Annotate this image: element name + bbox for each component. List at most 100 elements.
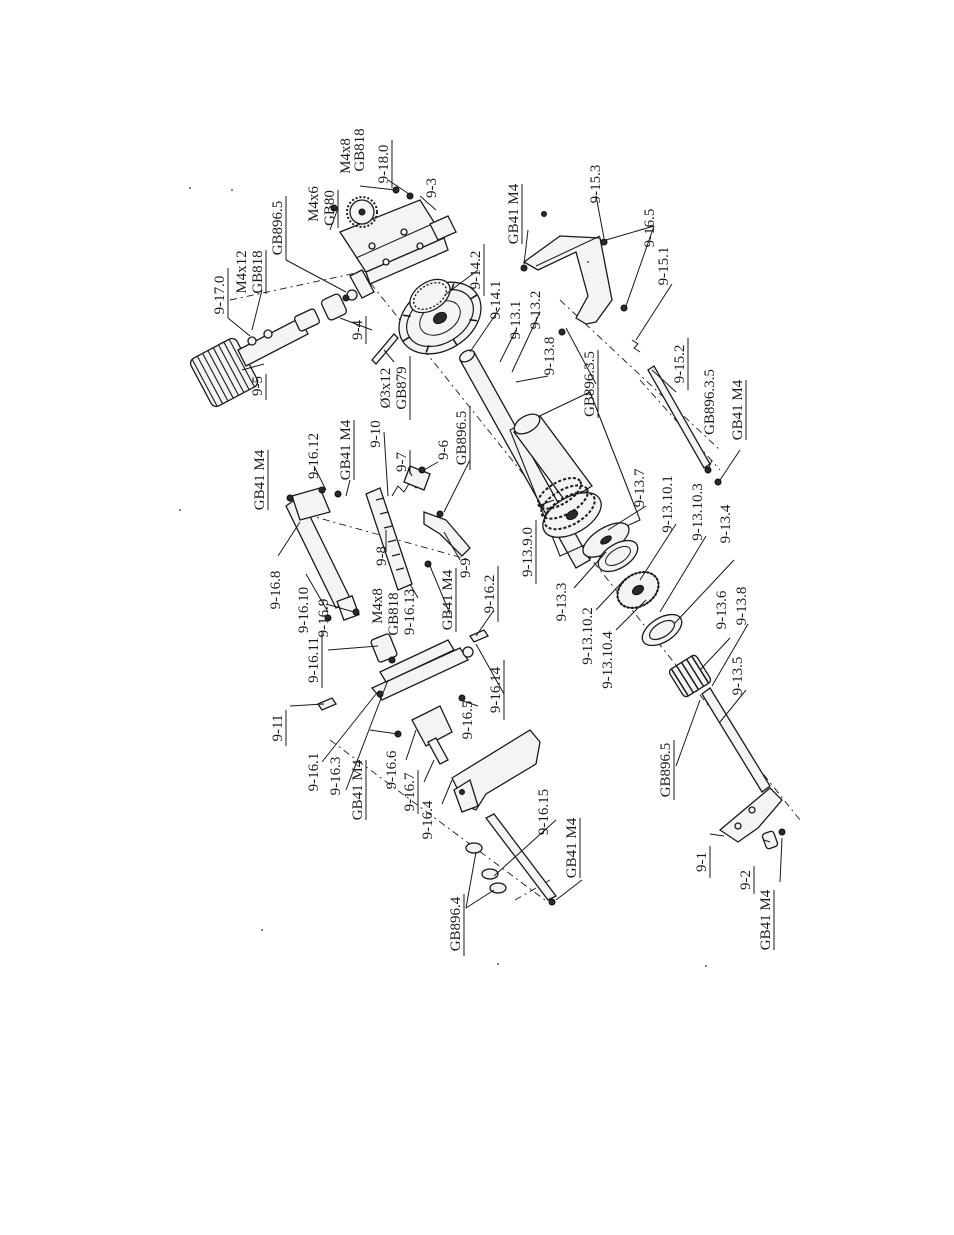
label-9-14-1: 9-14.1 — [488, 281, 504, 320]
label-gb41-m4-b: GB41 M4 — [730, 379, 746, 440]
label-9-15-2: 9-15.2 — [672, 345, 688, 384]
lever-9-16-1 — [370, 639, 474, 701]
label-9-5: 9-5 — [250, 376, 266, 396]
label-9-11: 9-11 — [270, 715, 286, 742]
label-gb41-m4-c: GB41 M4 — [252, 449, 268, 510]
label-gb818-c: GB818 — [386, 592, 402, 635]
bracket-9-3 — [339, 199, 457, 299]
label-9-1: 9-1 — [694, 852, 710, 872]
label-9-13-9-0: 9-13.9.0 — [520, 527, 536, 577]
drum-9-14-2 — [398, 278, 482, 355]
label-9-4: 9-4 — [350, 320, 366, 340]
bracket-9-16-5 — [394, 694, 466, 747]
label-m4x8-a: M4x8 — [338, 138, 354, 174]
pedal-9-16-4 — [451, 729, 541, 813]
label-9-6: 9-6 — [436, 440, 452, 460]
pin-gb879 — [371, 333, 399, 365]
disc-9-13-7 — [582, 522, 630, 558]
label-9-9: 9-9 — [458, 558, 474, 578]
label-gb41-m4-f: GB41 M4 — [350, 759, 366, 820]
label-9-15-3: 9-15.3 — [588, 165, 604, 204]
label-9-16-6: 9-16.6 — [384, 750, 400, 789]
label-9-16-4: 9-16.4 — [420, 800, 436, 839]
label-underlines — [227, 140, 775, 956]
label-9-16-1: 9-16.1 — [306, 753, 322, 792]
label-9-16-9: 9-16.9 — [316, 599, 332, 638]
block-9-16-9 — [324, 595, 360, 622]
label-9-10: 9-10 — [368, 420, 384, 448]
label-gb818-b: GB818 — [352, 128, 368, 171]
scan-specks — [179, 187, 707, 967]
gear-9-18-0 — [346, 196, 378, 228]
label-9-13-8-b: 9-13.8 — [734, 587, 750, 626]
label-9-16-10: 9-16.10 — [296, 587, 312, 633]
label-9-13-10-2: 9-13.10.2 — [580, 607, 596, 665]
label-9-16-14: 9-16.14 — [488, 666, 504, 713]
label-gb896-5-c: GB896.5 — [658, 743, 674, 798]
bushing-9-4 — [293, 289, 358, 332]
assembly-center-lines — [229, 254, 801, 901]
label-9-16-13: 9-16.13 — [402, 589, 418, 635]
label-gb41-m4-g: GB41 M4 — [564, 817, 580, 878]
shaft-9-13-5 — [701, 687, 771, 793]
label-gb896-5-a: GB896.5 — [270, 201, 286, 256]
label-9-16-5-a: 9-16.5 — [642, 209, 658, 248]
label-9-13-5: 9-13.5 — [730, 657, 746, 696]
label-gb41-m4-d: GB41 M4 — [338, 419, 354, 480]
label-9-13-10-3: 9-13.10.3 — [690, 483, 706, 541]
label-9-18-0: 9-18.0 — [376, 145, 392, 184]
bracket-9-16-11 — [370, 633, 398, 664]
label-9-14-2: 9-14.2 — [468, 251, 484, 290]
label-9-3: 9-3 — [424, 178, 440, 198]
leader-lines — [227, 179, 783, 909]
label-gb896-5-b: GB896.5 — [454, 411, 470, 466]
lever-9-8 — [365, 487, 413, 591]
gear-9-13-6 — [668, 654, 712, 698]
disc-9-13-3 — [597, 539, 639, 573]
label-9-13-10-1: 9-13.10.1 — [660, 475, 676, 533]
label-gb896-3-5-a: GB896.3.5 — [582, 351, 598, 417]
label-9-16-11: 9-16.11 — [306, 637, 322, 683]
shaft-9-17-0 — [237, 317, 309, 367]
label-9-13-2: 9-13.2 — [528, 291, 544, 330]
label-gb41-m4-e: GB41 M4 — [440, 569, 456, 630]
label-gb41-m4-a: GB41 M4 — [506, 183, 522, 244]
label-9-15-1: 9-15.1 — [656, 247, 672, 286]
label-9-13-6: 9-13.6 — [714, 590, 730, 629]
label-gb896-3-5-b: GB896.3.5 — [702, 369, 718, 435]
label-phi3x12: Ø3x12 — [378, 368, 394, 409]
label-9-7: 9-7 — [394, 452, 410, 472]
label-9-16-3: 9-16.3 — [328, 757, 344, 796]
tube-assembly-box — [509, 391, 641, 557]
label-9-16-12: 9-16.12 — [306, 433, 322, 479]
label-9-16-2: 9-16.2 — [482, 575, 498, 614]
label-gb896-4: GB896.4 — [448, 896, 464, 951]
label-gb41-m4-h: GB41 M4 — [758, 889, 774, 950]
plate-9-1 — [718, 787, 783, 843]
pin-9-16-7 — [427, 737, 449, 765]
part-labels: 9-17.0 M4x12 GB818 GB896.5 M4x6 GB80 M4x… — [212, 128, 774, 951]
shaft-9-16-15 — [485, 813, 557, 906]
label-gb80: GB80 — [322, 190, 338, 226]
label-9-17-0: 9-17.0 — [212, 276, 228, 315]
label-gb818-a: GB818 — [250, 250, 266, 293]
fitting-9-2 — [761, 828, 786, 850]
parts-9-6-9-9 — [418, 466, 471, 568]
label-gb879: GB879 — [394, 366, 410, 409]
label-m4x6: M4x6 — [306, 186, 322, 222]
label-9-16-7: 9-16.7 — [402, 772, 418, 811]
label-9-13-1: 9-13.1 — [508, 301, 524, 340]
label-9-16-5-b: 9-16.5 — [460, 701, 476, 740]
gear-9-13-10-1 — [616, 571, 660, 609]
label-9-16-15: 9-16.15 — [536, 789, 552, 835]
label-9-13-8-a: 9-13.8 — [542, 337, 558, 376]
label-m4x8-b: M4x8 — [370, 588, 386, 624]
label-9-13-3: 9-13.3 — [554, 583, 570, 622]
label-9-13-4: 9-13.4 — [718, 504, 734, 543]
link-9-16-8 — [285, 486, 351, 609]
label-9-13-7: 9-13.7 — [632, 468, 648, 507]
label-9-13-10-4: 9-13.10.4 — [600, 631, 616, 689]
washers-gb896-4 — [465, 842, 507, 894]
